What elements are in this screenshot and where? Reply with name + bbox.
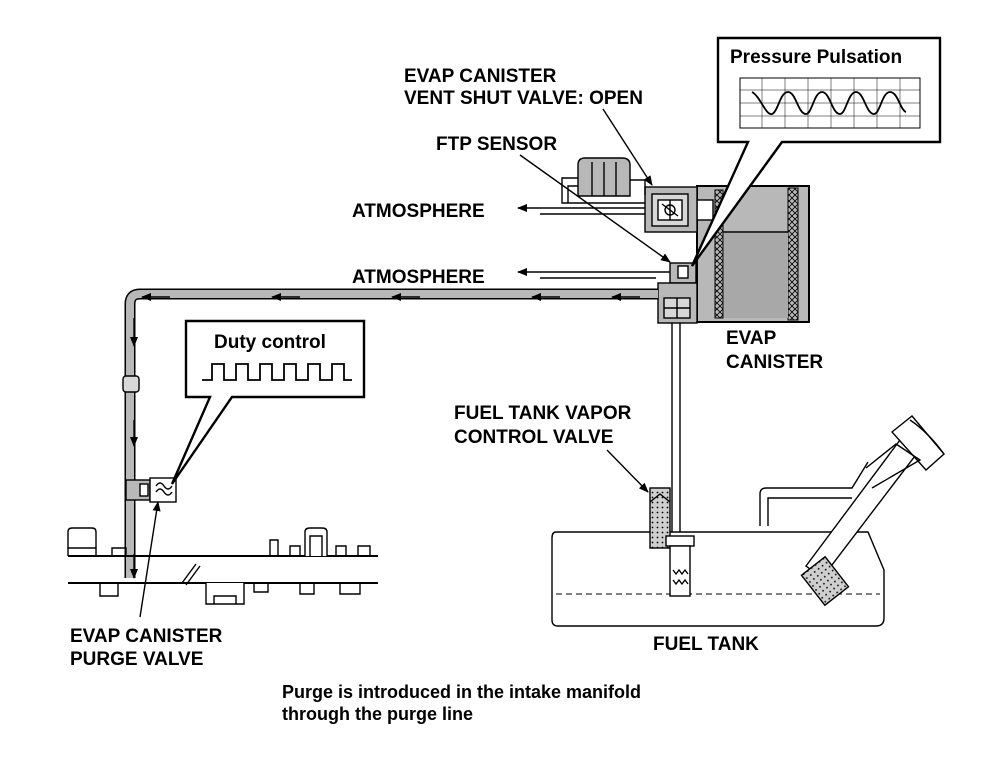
vapor-valve-label-line2: CONTROL VALVE (454, 427, 613, 448)
pulsation-graph (739, 77, 921, 129)
vapor-valve-label-line1: FUEL TANK VAPOR (454, 403, 632, 424)
purge-line (122, 288, 658, 579)
duty-control-callout: Duty control (170, 319, 366, 485)
fuel-tank-body (551, 415, 945, 627)
canister-label-line2: CANISTER (726, 352, 823, 373)
ftp-sensor (517, 262, 697, 284)
vent-shut-valve (644, 186, 698, 233)
canister-label-line1: EVAP (726, 328, 777, 349)
pressure-pulsation-title: Pressure Pulsation (730, 47, 902, 68)
evap-canister (696, 185, 810, 323)
atmosphere-vent-line (517, 204, 645, 215)
duty-control-title: Duty control (214, 332, 326, 353)
pressure-pulsation-callout: Pressure Pulsation (690, 36, 942, 267)
atmosphere-label-lower: ATMOSPHERE (352, 267, 485, 288)
purge-valve-label-line1: EVAP CANISTER (70, 626, 223, 647)
atmosphere-label-upper: ATMOSPHERE (352, 201, 485, 222)
fuel-tank-label: FUEL TANK (653, 634, 759, 655)
tank-vapor-line (671, 323, 681, 532)
intake-manifold (67, 527, 378, 605)
vent-valve-label-line2: VENT SHUT VALVE: OPEN (404, 88, 643, 109)
leader-lines (139, 108, 671, 618)
caption-line2: through the purge line (282, 704, 473, 724)
purge-port (657, 282, 698, 324)
ftp-sensor-label: FTP SENSOR (436, 134, 557, 155)
purge-valve (125, 477, 177, 503)
purge-valve-label-line2: PURGE VALVE (70, 649, 203, 670)
duty-pulse-waveform (202, 363, 352, 381)
vent-filter (561, 157, 646, 204)
caption-line1: Purge is introduced in the intake manifo… (282, 682, 641, 702)
vent-valve-label-line1: EVAP CANISTER (404, 66, 557, 87)
